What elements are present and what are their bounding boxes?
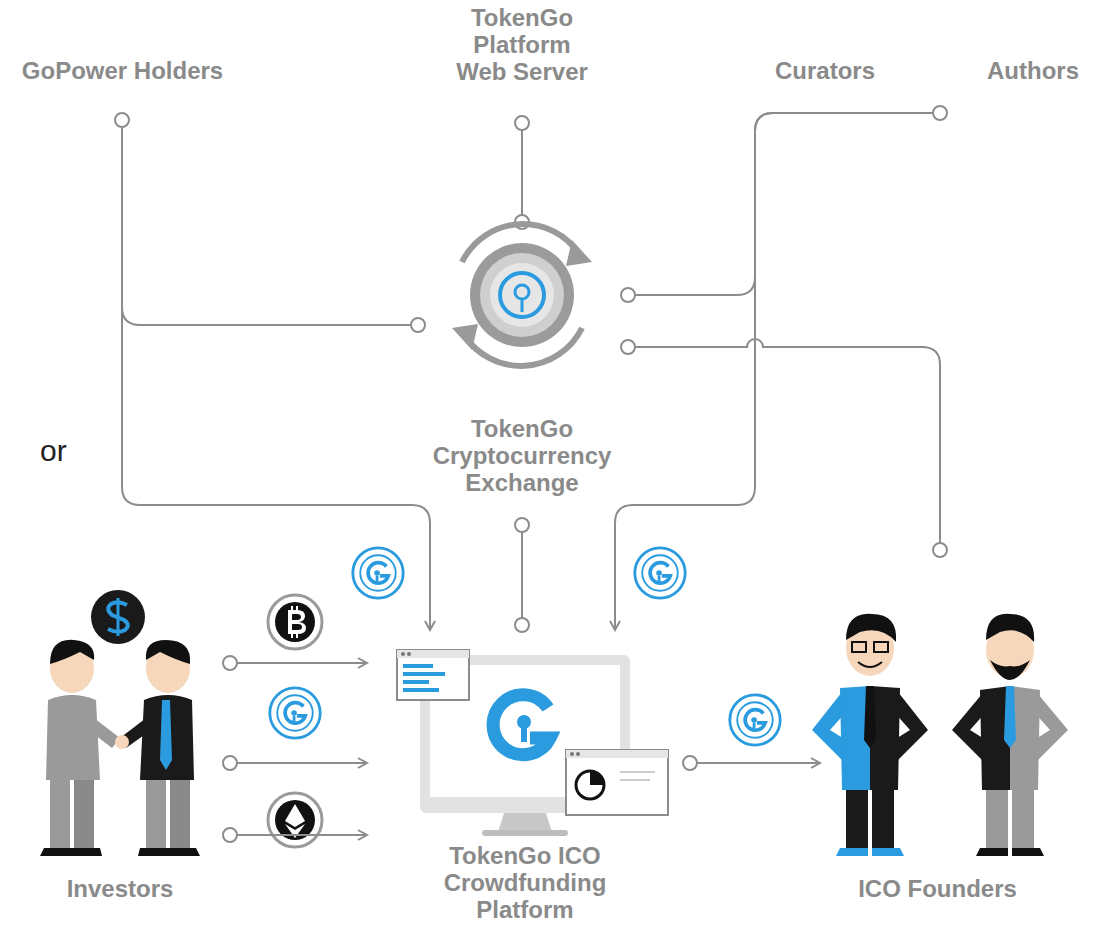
dollar-coin bbox=[91, 590, 145, 644]
investors-label: Investors bbox=[25, 875, 215, 902]
founders-figure bbox=[812, 614, 1068, 856]
exchange-label: TokenGo Cryptocurrency Exchange bbox=[402, 415, 642, 496]
founders-label: ICO Founders bbox=[800, 875, 1075, 902]
exchange-icon bbox=[452, 224, 592, 366]
authors-label: Authors bbox=[976, 57, 1090, 84]
investors-figure bbox=[40, 640, 200, 856]
platform-node: TokenGo ICO Crowdfunding Platform bbox=[420, 632, 630, 923]
connector bbox=[615, 113, 933, 630]
connector bbox=[122, 127, 430, 630]
connector bbox=[635, 339, 940, 543]
curators-label: Curators bbox=[760, 57, 890, 84]
connector bbox=[635, 113, 933, 295]
connector bbox=[237, 662, 367, 664]
monitor bbox=[397, 650, 668, 836]
connector bbox=[237, 762, 367, 764]
terminal-label: Curators bbox=[760, 57, 890, 84]
connector bbox=[697, 762, 820, 764]
connector bbox=[237, 834, 367, 836]
terminal-label: GoPower Holders bbox=[5, 57, 240, 84]
platform-label: TokenGo ICO Crowdfunding Platform bbox=[420, 842, 630, 923]
terminal-label: TokenGo Platform Web Server bbox=[447, 4, 597, 85]
bitcoin-coin bbox=[268, 595, 322, 649]
note-label: or bbox=[40, 434, 67, 468]
connector bbox=[521, 130, 523, 215]
terminal-label: Authors bbox=[976, 57, 1090, 84]
exchange-node: TokenGo Cryptocurrency Exchange bbox=[402, 205, 642, 496]
investors-node: Investors bbox=[25, 585, 215, 902]
terminal bbox=[115, 106, 947, 842]
server-label: TokenGo Platform Web Server bbox=[447, 4, 597, 85]
connector bbox=[521, 532, 523, 618]
ether-coin bbox=[268, 793, 322, 847]
connector bbox=[122, 127, 411, 325]
founders-node: ICO Founders bbox=[800, 600, 1075, 902]
gopower-label: GoPower Holders bbox=[5, 57, 240, 84]
